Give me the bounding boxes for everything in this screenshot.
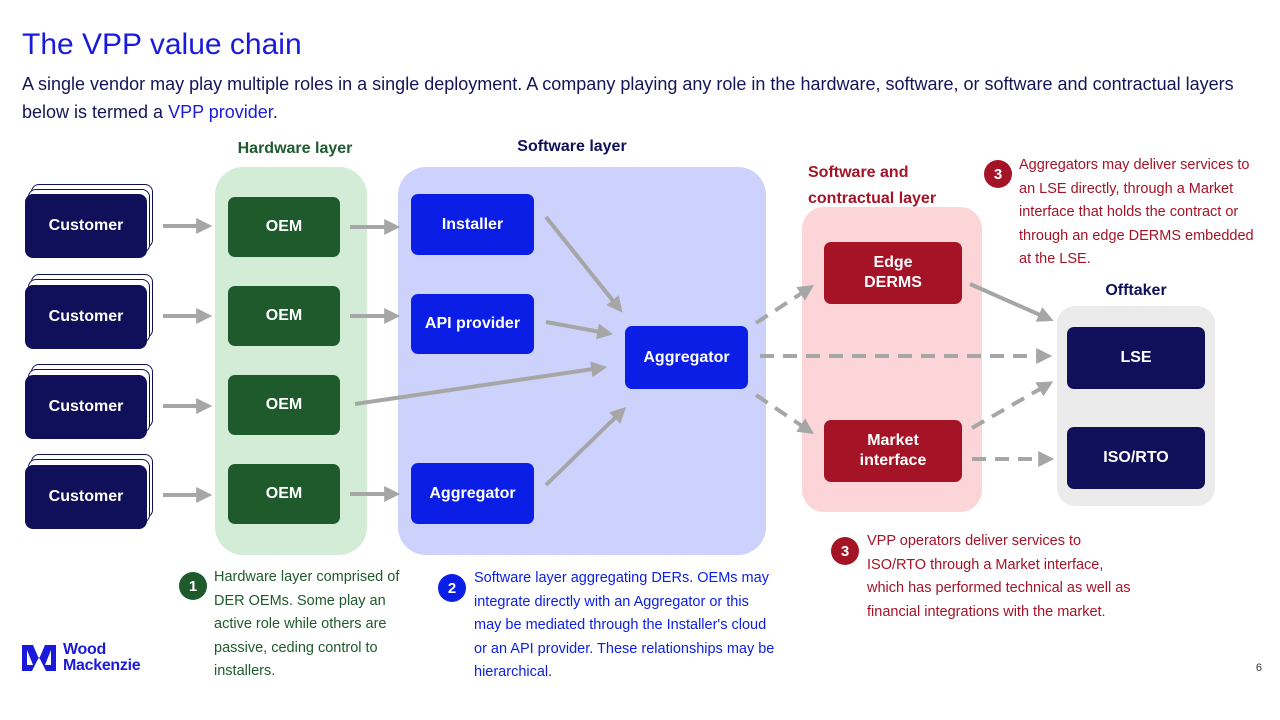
note-2-badge: 2 [438, 574, 466, 602]
market-interface-line1: Market [867, 432, 919, 449]
oem-box-4: OEM [228, 464, 340, 524]
arrow-aggregator-edge-derms [754, 285, 815, 325]
arrow-installer-aggregator [544, 215, 623, 313]
note-3b-text: VPP operators deliver services to ISO/RT… [867, 533, 1131, 620]
edge-derms-line1: Edge [873, 254, 913, 271]
customer-box-3: Customer [25, 375, 147, 439]
vpp-provider-term: VPP provider [168, 102, 273, 122]
arrow-market-lse [971, 381, 1054, 430]
iso-rto-box: ISO/RTO [1067, 427, 1205, 489]
logo-text: Wood Mackenzie [63, 641, 141, 674]
arrow-edge-derms-lse [969, 282, 1054, 322]
note-3a-badge: 3 [984, 160, 1012, 188]
installer-box: Installer [411, 194, 534, 255]
arrow-api-aggregator [545, 320, 614, 340]
page-number: 6 [1255, 662, 1262, 674]
page-title: The VPP value chain [22, 28, 302, 61]
customer-box-2: Customer [25, 285, 147, 349]
note-3a-text: Aggregators may deliver services to an L… [1019, 157, 1254, 267]
note-3b-badge: 3 [831, 537, 859, 565]
wood-mackenzie-mark-icon [22, 645, 56, 671]
oem-box-3: OEM [228, 375, 340, 435]
market-interface-line2: interface [859, 452, 927, 469]
arrow-aggregator-market [754, 393, 814, 435]
oem-box-1: OEM [228, 197, 340, 257]
oem-box-2: OEM [228, 286, 340, 346]
note-2-text: Software layer aggregating DERs. OEMs ma… [474, 570, 775, 680]
edge-derms-line2: DERMS [864, 274, 922, 291]
software-layer-label: Software layer [517, 138, 627, 155]
arrow-oem3-aggregator [354, 361, 608, 406]
customer-box-4: Customer [25, 465, 147, 529]
note-1-text: Hardware layer comprised of DER OEMs. So… [214, 569, 400, 679]
page-subtitle: A single vendor may play multiple roles … [22, 70, 1252, 126]
note-1-badge: 1 [179, 572, 207, 600]
aggregator-sub-box: Aggregator [411, 463, 534, 524]
subtitle-text: A single vendor may play multiple roles … [22, 74, 1234, 122]
customer-box-1: Customer [25, 194, 147, 258]
lse-box: LSE [1067, 327, 1205, 389]
subtitle-end: . [272, 102, 278, 122]
aggregator-main-box: Aggregator [625, 326, 748, 389]
market-interface-box: Market interface [824, 420, 962, 482]
wood-mackenzie-logo: Wood Mackenzie [22, 641, 141, 674]
contractual-layer-label: Software and contractual layer [808, 160, 976, 212]
arrow-aggsub-aggregator [544, 406, 627, 487]
contractual-label-line2: contractual layer [808, 190, 937, 207]
logo-line2: Mackenzie [63, 657, 141, 674]
hardware-layer-label: Hardware layer [237, 140, 353, 157]
logo-line1: Wood [63, 641, 106, 658]
contractual-label-line1: Software and [808, 164, 909, 181]
api-provider-box: API provider [411, 294, 534, 354]
offtaker-label: Offtaker [1105, 282, 1167, 299]
